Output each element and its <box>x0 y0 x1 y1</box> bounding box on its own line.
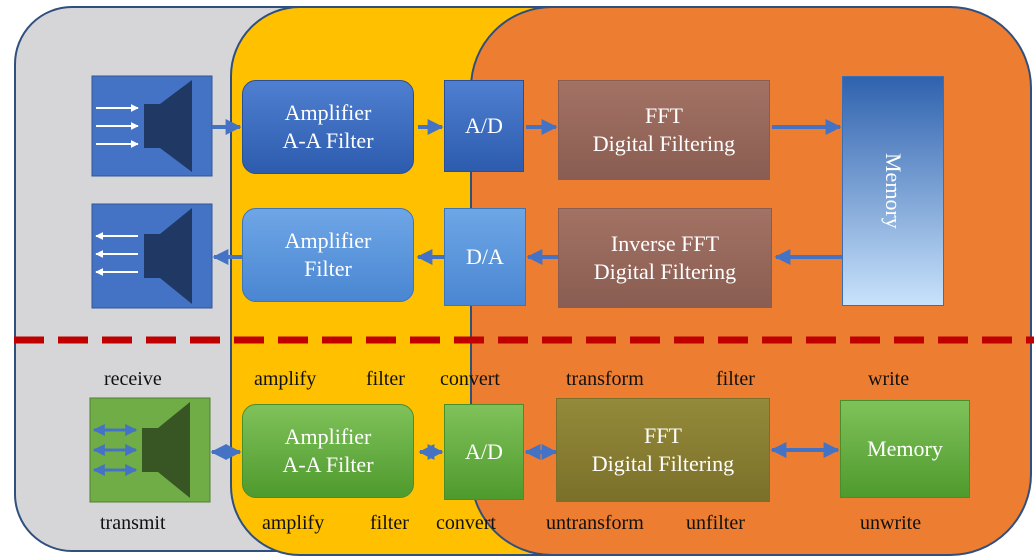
label-amplify: amplify <box>254 368 317 390</box>
label-unwrite: unwrite <box>860 512 922 534</box>
label-transform: transform <box>566 368 644 390</box>
amplifier-aa-filter-box: Amplifier A-A Filter <box>242 80 414 174</box>
label-transmit: transmit <box>100 512 166 534</box>
amplifier-filter-box: Amplifier Filter <box>242 208 414 302</box>
ad-converter-box-bidirectional: A/D <box>444 404 524 500</box>
label-amplify-2: amplify <box>262 512 325 534</box>
inverse-fft-filtering-box: Inverse FFT Digital Filtering <box>558 208 772 308</box>
label-filter: filter <box>366 368 405 390</box>
label-receive: receive <box>104 368 162 390</box>
label-write: write <box>868 368 910 390</box>
label-filter-digital: filter <box>716 368 755 390</box>
memory-box: Memory <box>842 76 944 306</box>
speaker-transmit-icon <box>91 203 213 309</box>
label-untransform: untransform <box>546 512 644 534</box>
memory-box-bidirectional: Memory <box>840 400 970 498</box>
da-converter-box: D/A <box>444 208 526 306</box>
label-filter-2: filter <box>370 512 409 534</box>
label-convert-2: convert <box>436 512 496 534</box>
amplifier-aa-filter-box-bidirectional: Amplifier A-A Filter <box>242 404 414 498</box>
fft-filtering-box-bidirectional: FFT Digital Filtering <box>556 398 770 502</box>
speaker-receive-icon <box>91 75 213 177</box>
label-convert: convert <box>440 368 500 390</box>
label-unfilter: unfilter <box>686 512 745 534</box>
fft-filtering-box: FFT Digital Filtering <box>558 80 770 180</box>
ad-converter-box: A/D <box>444 80 524 172</box>
speaker-bidirectional-icon <box>89 397 211 503</box>
